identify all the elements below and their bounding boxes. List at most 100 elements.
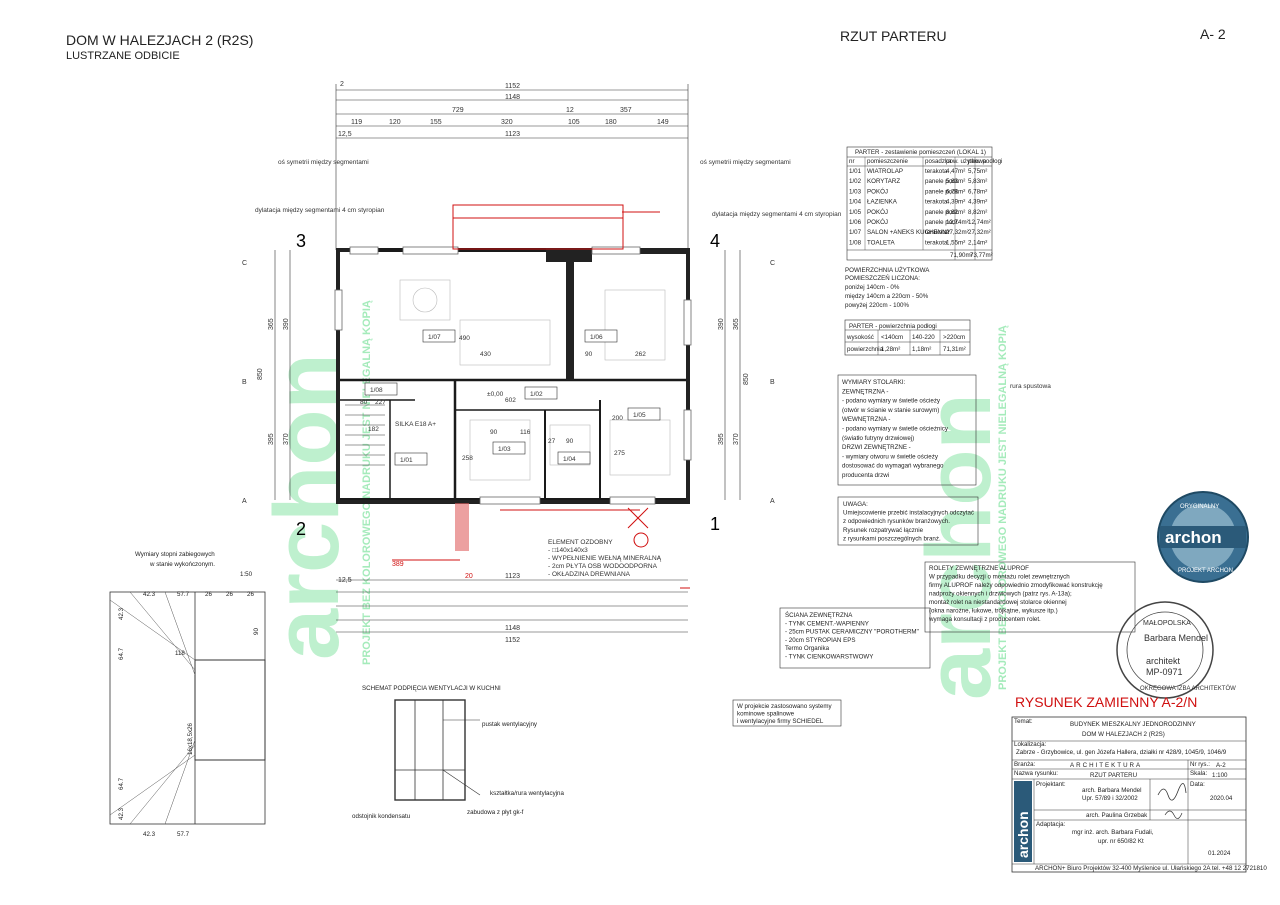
svg-text:42.3: 42.3 — [143, 831, 156, 838]
element-note: ELEMENT OZDOBNY - □140x140x3 - WYPEŁNIEN… — [548, 539, 662, 578]
svg-text:16x18,5x26: 16x18,5x26 — [187, 722, 194, 755]
svg-text:80: 80 — [360, 399, 368, 406]
svg-text:PARTER - zestawienie pomieszcz: PARTER - zestawienie pomieszczeń (LOKAL … — [855, 149, 986, 156]
stairs-detail: Wymiary stopni zabiegowych w stanie wyko… — [109, 551, 266, 838]
svg-text:>220cm: >220cm — [943, 334, 965, 341]
axis-a-left: A — [242, 498, 247, 505]
svg-text:490: 490 — [459, 335, 470, 342]
axis-2: 2 — [296, 519, 306, 539]
room-table-cell: 4,47m² — [946, 168, 965, 175]
install-note: UWAGA:Umiejscowienie przebić instalacyjn… — [843, 501, 974, 542]
label-segment-left: oś symetrii między segmentami — [278, 159, 369, 166]
top-dimension-lines — [335, 84, 689, 250]
svg-text:Projektant:: Projektant: — [1036, 781, 1066, 788]
room-labels: 1/07 430 490 1/06 262 90 1/08 227 80 1/0… — [360, 329, 661, 466]
svg-text:wysokość: wysokość — [846, 334, 874, 341]
shutter-note-line: W przypadku decyzji o montażu rolet zewn… — [929, 574, 1070, 581]
svg-text:182: 182 — [368, 426, 379, 433]
room-table-cell: panele podł. — [925, 178, 959, 185]
watermark-brand-right: archon — [908, 393, 1010, 700]
room-table-cell: 1/03 — [849, 188, 862, 195]
room-table-cell: 27,32m² — [946, 229, 969, 236]
room-table-cell: TOALETA — [867, 239, 895, 246]
svg-text:26: 26 — [205, 591, 212, 598]
wall-note-box — [779, 607, 931, 669]
dim-bottom-2: 1148 — [505, 625, 520, 632]
svg-text:57.7: 57.7 — [177, 591, 190, 598]
svg-text:227: 227 — [375, 399, 386, 406]
dim-top-13: 1123 — [505, 131, 520, 138]
shutter-note-line: wymaga konsultacji z producentem rolet. — [928, 616, 1041, 623]
svg-text:pow. użytkowa: pow. użytkowa — [946, 158, 987, 165]
shutter-note-line: montaż rolet na niestandardowej stolarce… — [929, 599, 1067, 606]
dim-top-9: 320 — [501, 119, 513, 126]
svg-text:zabudowa z płyt gk-f: zabudowa z płyt gk-f — [467, 809, 524, 816]
axis-b-left: B — [242, 379, 247, 386]
svg-text:71,31m²: 71,31m² — [943, 346, 966, 353]
joinery-note-line: producenta drzwi — [842, 472, 889, 479]
room-1-08: 1/08 — [370, 387, 383, 394]
axis-c-right: C — [770, 260, 775, 267]
room-table-cell: 1/02 — [849, 178, 862, 185]
dim-left-4: 395 — [268, 433, 275, 445]
dim-top-12: 149 — [657, 119, 669, 126]
svg-text:116: 116 — [520, 429, 531, 436]
dim-bottom-1: 1123 — [505, 573, 520, 580]
svg-text:archon: archon — [1015, 811, 1031, 858]
svg-text:Wymiary stopni zabiegowych: Wymiary stopni zabiegowych — [135, 551, 215, 558]
svg-text:1,28m²: 1,28m² — [881, 346, 900, 353]
room-table-cell: 4,39m² — [946, 199, 965, 206]
room-table-cell: 12,74m² — [946, 219, 969, 226]
svg-text:258: 258 — [462, 455, 473, 462]
svg-text:2020.04: 2020.04 — [1210, 795, 1233, 802]
furniture — [399, 279, 671, 481]
room-table-cell: terakota — [925, 168, 948, 175]
svg-text:118: 118 — [175, 650, 185, 657]
view-title: RZUT PARTERU — [840, 28, 947, 44]
svg-text:27: 27 — [548, 438, 556, 445]
dim-left-2: 390 — [283, 318, 290, 330]
shutter-note-line: firmy ALUPROF należy odpowiednio zmodyfi… — [929, 582, 1103, 589]
label-silka: SILKA E18 A+ — [395, 421, 436, 428]
label-segment-right: oś symetrii między segmentami — [700, 159, 791, 166]
title-block: archon Temat: BUDYNEK MIESZKALNY JEDNORO… — [1011, 716, 1267, 873]
svg-text:275: 275 — [614, 450, 625, 457]
svg-text:602: 602 — [505, 397, 516, 404]
svg-text:42.3: 42.3 — [143, 591, 156, 598]
room-table-cell: SALON +ANEKS KUCHENNY — [867, 229, 951, 236]
room-table-cell: 6,78m² — [946, 188, 965, 195]
dim-top-1: 1152 — [505, 83, 520, 90]
wall-note-line: - TYNK CEMENT.-WAPIENNY — [785, 620, 869, 627]
dim-top-6: 119 — [351, 119, 362, 126]
wall-fills — [336, 248, 690, 504]
room-table-cell: KORYTARZ — [867, 178, 900, 185]
wall-note-line: Termo Organika — [785, 645, 830, 652]
dim-top-11: 180 — [605, 119, 617, 126]
axis-a-right: A — [770, 498, 775, 505]
svg-text:±0,00: ±0,00 — [487, 391, 504, 398]
svg-text:ARCHON+ Biuro Projektów 32-40: ARCHON+ Biuro Projektów 32-400 Myślenice… — [1035, 865, 1267, 872]
svg-text:- □140x140x3: - □140x140x3 — [548, 547, 588, 554]
svg-text:w stanie wykończonym.: w stanie wykończonym. — [149, 561, 215, 568]
room-1-05: 1/05 — [633, 412, 646, 419]
svg-text:powierzchnia: powierzchnia — [847, 346, 884, 353]
dim-left-3: 850 — [257, 368, 264, 380]
joinery-note-line: (światło futryny drzwiowej) — [842, 435, 914, 442]
svg-text:262: 262 — [635, 351, 646, 358]
dim-top-3: 729 — [452, 107, 464, 114]
svg-text:90: 90 — [490, 429, 498, 436]
red-revisions — [392, 204, 690, 589]
wall-note: ŚCIANA ZEWNĘTRZNA- TYNK CEMENT.-WAPIENNY… — [785, 611, 919, 661]
svg-text:nr: nr — [849, 158, 855, 165]
dim-right-5: 370 — [733, 433, 740, 445]
room-table-cell: POKÓJ — [867, 209, 888, 216]
svg-text:archon: archon — [1165, 528, 1222, 547]
svg-text:OKRĘGOWA IZBA ARCHITEKTÓW: OKRĘGOWA IZBA ARCHITEKTÓW — [1140, 685, 1236, 692]
watermark-notice-left: PROJEKT BEZ KOLOROWEGO NADRUKU JEST NIEL… — [361, 300, 373, 665]
room-table-cell: 1/04 — [849, 199, 862, 206]
dim-top-8: 155 — [430, 119, 442, 126]
room-table-cell: 1/05 — [849, 209, 862, 216]
room-table-cell: terakota — [925, 199, 948, 206]
dim-right-1: 390 — [718, 318, 725, 330]
